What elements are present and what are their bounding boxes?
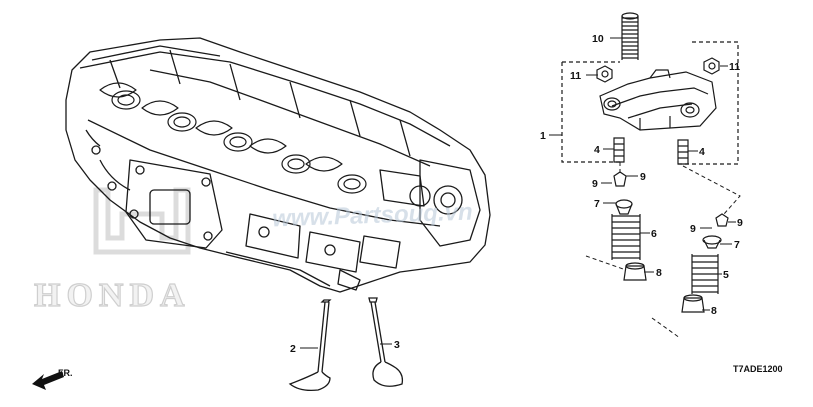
front-label: FR. <box>58 368 73 378</box>
watermark: www.Partsouq.vn <box>272 198 473 232</box>
retainer-7-right <box>702 235 722 245</box>
seal-8-left <box>623 262 647 281</box>
nut-11-right <box>703 57 720 75</box>
callout-6: 6 <box>651 228 657 240</box>
callout-5: 5 <box>723 269 729 281</box>
callout-4-right: 4 <box>699 146 705 158</box>
callout-9-right-a: 9 <box>737 217 743 229</box>
callout-11-left: 11 <box>570 70 581 82</box>
adjuster-4-right <box>677 139 689 165</box>
svg-text:HONDA: HONDA <box>34 277 191 314</box>
diagram-code: T7ADE1200 <box>733 364 783 374</box>
valve-3 <box>368 297 404 387</box>
retainer-7-left <box>615 199 633 209</box>
spring-5 <box>691 254 719 294</box>
callout-9-left-b: 9 <box>640 171 646 183</box>
valve-2 <box>288 299 332 392</box>
assembly-lines <box>585 162 741 339</box>
callout-2: 2 <box>290 343 296 355</box>
spring-10 <box>621 12 639 60</box>
spring-6 <box>611 214 641 260</box>
valve-stack-left <box>611 171 647 281</box>
callout-9-left-a: 9 <box>592 178 598 190</box>
seal-8-right <box>681 294 705 313</box>
callout-1: 1 <box>540 130 546 142</box>
valve-stack-right <box>681 213 729 313</box>
rocker-arm-assembly <box>561 12 739 165</box>
nut-11-left <box>596 65 613 83</box>
cylinder-head <box>65 37 491 293</box>
callout-9-right-b: 9 <box>690 223 696 235</box>
front-direction-arrow: FR. <box>32 368 73 390</box>
callout-7-right: 7 <box>734 239 740 251</box>
callout-labels: 10 11 11 1 4 4 9 9 7 6 8 9 9 7 5 8 2 3 <box>290 33 743 355</box>
cotter-9-right <box>715 213 729 227</box>
callout-7-left: 7 <box>594 198 600 210</box>
leader-lines <box>300 37 736 349</box>
callout-10: 10 <box>592 33 604 45</box>
cotter-9-left <box>613 171 627 187</box>
adjuster-4-left <box>613 137 625 163</box>
honda-logo: HONDA <box>33 187 191 315</box>
callout-11-right: 11 <box>729 61 740 73</box>
callout-8-right: 8 <box>711 305 717 317</box>
callout-3: 3 <box>394 339 400 351</box>
callout-4-left: 4 <box>594 144 600 156</box>
callout-8-left: 8 <box>656 267 662 279</box>
